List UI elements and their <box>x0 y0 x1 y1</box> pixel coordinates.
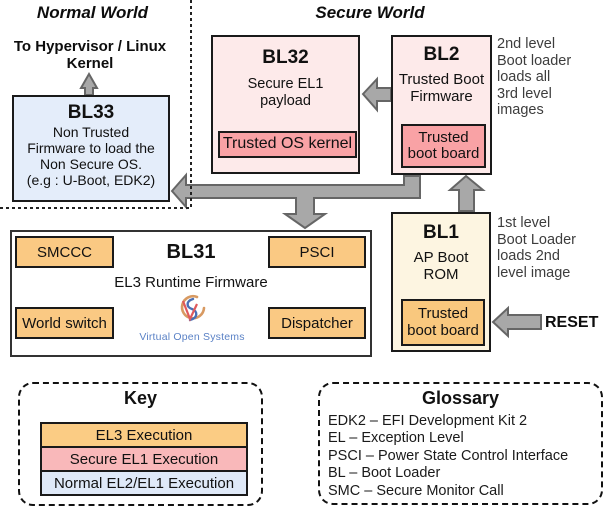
bl2-description: Trusted Boot Firmware <box>398 71 485 105</box>
secure-world-title: Secure World <box>315 3 425 22</box>
world-switch-module: World switch <box>15 307 114 339</box>
key-row-normal-el2-el1: Normal EL2/EL1 Execution <box>40 470 248 496</box>
virtual-open-systems-logo: Virtual Open Systems <box>127 292 257 343</box>
trusted-os-kernel-box: Trusted OS kernel <box>218 131 357 158</box>
vos-logo-text: Virtual Open Systems <box>139 331 245 343</box>
bl31-title: BL31 <box>166 241 216 263</box>
world-separator-horizontal <box>0 207 191 209</box>
glossary-items: EDK2 – EFI Development Kit 2 EL – Except… <box>328 413 598 500</box>
bl32-description: Secure EL1 payload <box>247 76 324 109</box>
bl31-box: BL31 EL3 Runtime Firmware SMCCC PSCI Wor… <box>10 230 372 357</box>
bl1-title: BL1 <box>423 222 459 243</box>
psci-module: PSCI <box>268 236 366 268</box>
glossary-title: Glossary <box>421 388 500 408</box>
key-title: Key <box>123 388 158 408</box>
glossary-item: PSCI – Power State Control Interface <box>328 447 569 464</box>
glossary-item: BL – Boot Loader <box>328 465 441 482</box>
bl33-box: BL33 Non Trusted Firmware to load the No… <box>12 95 170 202</box>
vos-logo-icon <box>180 295 206 322</box>
hypervisor-label: To Hypervisor / Linux Kernel <box>13 38 167 72</box>
bl32-title: BL32 <box>262 47 309 68</box>
bl1-trusted-boot-board-box: Trusted boot board <box>401 299 485 346</box>
glossary-item: SMC – Secure Monitor Call <box>328 482 504 499</box>
bl1-note: 1st level Boot Loader loads 2nd level im… <box>497 215 577 281</box>
bl1-box: BL1 AP Boot ROM Trusted boot board <box>391 212 491 352</box>
bl32-box: BL32 Secure EL1 payload Trusted OS kerne… <box>211 35 360 174</box>
dispatcher-module: Dispatcher <box>268 307 366 339</box>
bl2-title: BL2 <box>423 44 460 65</box>
world-separator-vertical <box>190 0 192 208</box>
smccc-module: SMCCC <box>15 236 114 268</box>
bl2-box: BL2 Trusted Boot Firmware Trusted boot b… <box>391 35 492 175</box>
glossary-item: EDK2 – EFI Development Kit 2 <box>328 413 528 429</box>
arrow-bl33-to-hypervisor <box>79 71 99 96</box>
key-row-secure-el1: Secure EL1 Execution <box>40 446 248 472</box>
key-panel: Key EL3 Execution Secure EL1 Execution N… <box>18 382 263 506</box>
arrow-reset <box>491 305 542 339</box>
arrow-bl2-to-bl33-and-bl31 <box>170 172 421 230</box>
glossary-item: EL – Exception Level <box>328 430 464 447</box>
normal-world-title: Normal World <box>36 3 149 22</box>
bl2-trusted-boot-board-box: Trusted boot board <box>401 124 486 168</box>
key-row-el3: EL3 Execution <box>40 422 248 448</box>
arrow-bl2-to-bl32 <box>361 76 392 113</box>
glossary-panel: Glossary EDK2 – EFI Development Kit 2 EL… <box>318 382 603 505</box>
bl31-subtitle: EL3 Runtime Firmware <box>114 274 268 291</box>
arrow-bl1-to-bl2 <box>447 174 486 212</box>
bl1-description: AP Boot ROM <box>413 249 469 283</box>
bl2-note: 2nd level Boot loader loads all 3rd leve… <box>497 36 572 118</box>
reset-label: RESET <box>545 314 599 331</box>
key-rows: EL3 Execution Secure EL1 Execution Norma… <box>40 422 248 496</box>
bl33-description: Non Trusted Firmware to load the Non Sec… <box>26 124 156 188</box>
bl33-title: BL33 <box>67 102 115 123</box>
